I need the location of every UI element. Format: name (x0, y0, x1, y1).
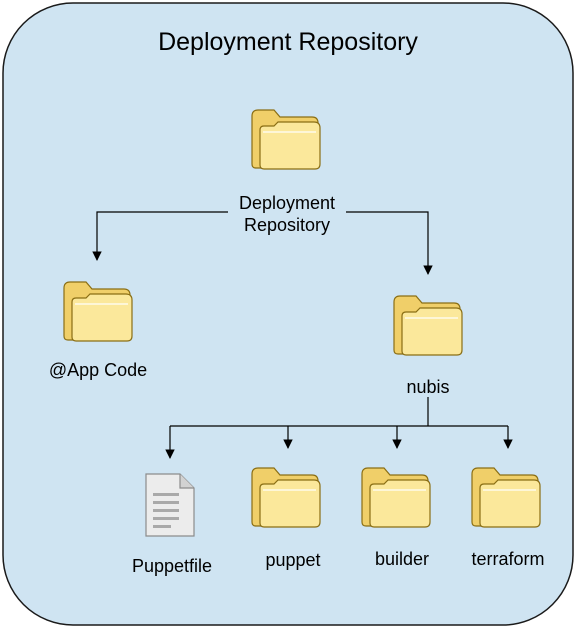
builder-label: builder (374, 549, 430, 569)
diagram-title: Deployment Repository (158, 28, 418, 56)
root-label-line1: Deployment (238, 193, 336, 213)
connector-root-app-code (92, 211, 228, 261)
nubis-folder-icon[interactable] (393, 295, 463, 356)
puppet-folder-icon[interactable] (251, 467, 321, 528)
app-code-folder-icon[interactable] (63, 281, 133, 342)
puppetfile-label: Puppetfile (131, 556, 213, 576)
puppet-label: puppet (265, 550, 321, 570)
root-folder-icon[interactable] (251, 109, 321, 170)
app-code-label: @App Code (48, 360, 148, 380)
builder-folder-icon[interactable] (361, 467, 431, 528)
terraform-folder-icon[interactable] (471, 467, 541, 528)
connector-root-nubis (346, 211, 433, 275)
root-node-label: Deployment Repository (228, 192, 346, 236)
nubis-label: nubis (406, 377, 450, 397)
root-label-line2: Repository (243, 215, 331, 235)
connector-nubis-children (170, 397, 508, 427)
terraform-label: terraform (471, 549, 545, 569)
puppetfile-document-icon[interactable] (145, 473, 195, 537)
